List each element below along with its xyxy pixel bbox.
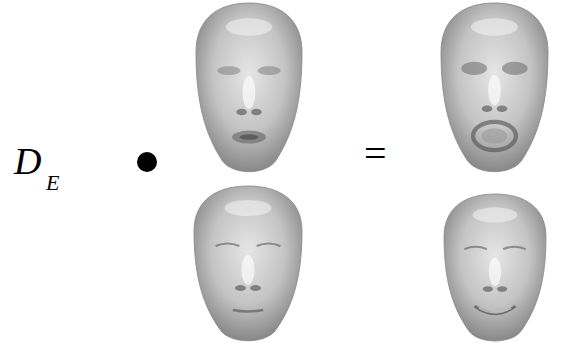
face-mesh (194, 186, 302, 341)
product-dot (137, 152, 157, 172)
face-mesh (196, 3, 302, 172)
face-mesh (444, 194, 546, 341)
operator-symbol: D (14, 142, 41, 180)
equals-sign: = (364, 134, 387, 174)
operator-subscript: E (46, 172, 59, 194)
face-mesh (441, 3, 548, 172)
